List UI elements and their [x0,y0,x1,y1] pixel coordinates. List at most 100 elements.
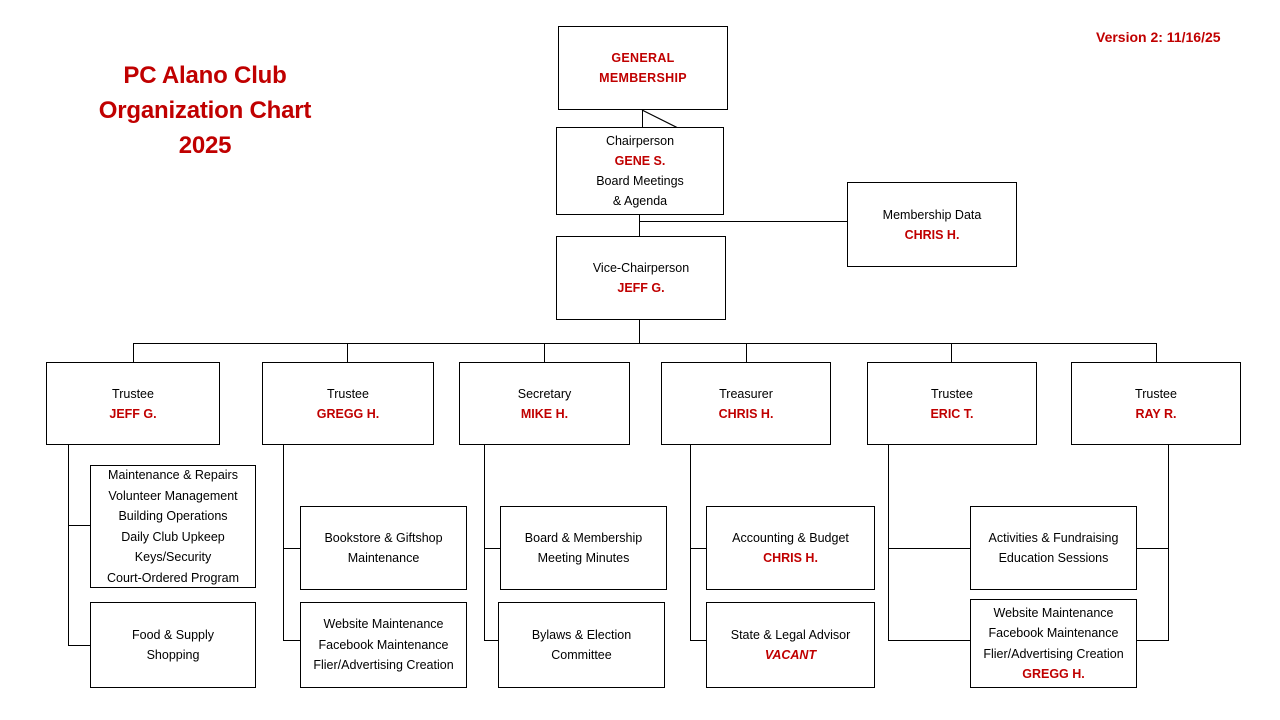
node-person: JEFF G. [617,281,665,295]
node-line: Facebook Maintenance [318,637,449,652]
node-chairperson[interactable]: Chairperson GENE S. Board Meetings & Age… [556,127,724,215]
node-jeff-duties[interactable]: Maintenance & Repairs Volunteer Manageme… [90,465,256,588]
connector-ray-to-activities [1137,548,1169,550]
connector-chair-membershipdata [639,221,847,223]
node-line: Court-Ordered Program [107,570,239,585]
node-line: Trustee [327,386,369,401]
connector-bus-drop-6 [1156,343,1158,362]
node-person: ERIC T. [930,406,974,421]
node-line: Bylaws & Election [531,627,632,642]
node-line: Maintenance [347,551,420,565]
node-trustee-ray[interactable]: Trustee RAY R. [1071,362,1241,445]
node-bookstore-giftshop[interactable]: Bookstore & Giftshop Maintenance [300,506,467,590]
node-person: GENE S. [614,154,666,168]
node-line: Bookstore & Giftshop [324,530,443,545]
connector-eric-to-web [888,640,970,642]
node-line: Board Meetings [596,174,684,188]
connector-bus-drop-5 [951,343,953,362]
node-line: Trustee [112,386,154,401]
node-accounting-budget[interactable]: Accounting & Budget CHRIS H. [706,506,875,590]
node-line: Volunteer Management [108,488,238,503]
node-line: Membership Data [882,207,982,222]
node-food-supply[interactable]: Food & Supply Shopping [90,602,256,688]
node-line: Flier/Advertising Creation [983,646,1124,661]
node-membership-data[interactable]: Membership Data CHRIS H. [847,182,1017,267]
node-line: MEMBERSHIP [599,71,687,85]
node-person: CHRIS H. [904,227,960,242]
connector-treasurer-to-accounting [690,548,706,550]
node-line: Food & Supply [132,627,214,642]
connector-jeff-spine [68,445,70,645]
connector-chair-vice [639,215,641,236]
connector-treasurer-spine [690,445,692,640]
node-legal-advisor[interactable]: State & Legal Advisor VACANT [706,602,875,688]
connector-officer-bus [133,343,1157,345]
node-line: Treasurer [719,386,773,401]
node-line: Website Maintenance [323,617,444,632]
connector-jeff-to-food [68,645,90,647]
node-line: Building Operations [118,509,228,523]
node-line: State & Legal Advisor [730,627,851,642]
node-line: Meeting Minutes [537,551,630,565]
node-line: Flier/Advertising Creation [313,658,454,673]
node-status: VACANT [764,648,817,662]
node-vice-chairperson[interactable]: Vice-Chairperson JEFF G. [556,236,726,320]
node-line: Trustee [931,386,973,401]
node-bylaws-election[interactable]: Bylaws & Election Committee [498,602,665,688]
page-title: PC Alano Club Organization Chart 2025 [98,62,312,159]
node-general-membership[interactable]: GENERAL MEMBERSHIP [558,26,728,110]
node-line: Committee [551,648,612,662]
connector-gregg-to-bookstore [283,548,300,550]
node-line: Activities & Fundraising [988,530,1119,545]
node-line: & Agenda [612,194,668,208]
connector-bus-drop-4 [746,343,748,362]
node-line: Website Maintenance [993,605,1114,620]
node-line: Keys/Security [134,550,212,564]
connector-bus-drop-2 [347,343,349,362]
node-secretary[interactable]: Secretary MIKE H. [459,362,630,445]
connector-gregg-spine [283,445,285,640]
node-line: Accounting & Budget [732,530,849,545]
connector-eric-to-activities [888,548,970,550]
connector-bus-drop-1 [133,343,135,362]
node-line: Education Sessions [998,551,1109,565]
connector-eric-spine [888,445,890,640]
node-web-gregg[interactable]: Website Maintenance Facebook Maintenance… [300,602,467,688]
connector-secretary-to-bylaws [484,640,500,642]
node-person: CHRIS H. [763,551,818,565]
connector-vice-bus [639,320,641,344]
node-line: Chairperson [605,134,675,148]
node-line: Vice-Chairperson [592,261,690,275]
node-line: Daily Club Upkeep [121,529,225,544]
connector-gregg-to-web [283,640,300,642]
node-person: GREGG H. [316,406,380,421]
connector-secretary-to-minutes [484,548,500,550]
node-meeting-minutes[interactable]: Board & Membership Meeting Minutes [500,506,667,590]
node-trustee-eric[interactable]: Trustee ERIC T. [867,362,1037,445]
node-line: GENERAL [611,51,675,65]
connector-bus-drop-3 [544,343,546,362]
node-trustee-jeff[interactable]: Trustee JEFF G. [46,362,220,445]
connector-treasurer-to-legal [690,640,706,642]
connector-ray-spine [1168,445,1170,640]
node-web-right[interactable]: Website Maintenance Facebook Maintenance… [970,599,1137,688]
node-line: Board & Membership [524,530,643,545]
connector-secretary-spine [484,445,486,640]
node-line: Trustee [1135,386,1177,401]
node-line: Maintenance & Repairs [108,468,238,482]
node-line: Secretary [517,386,572,401]
node-person: MIKE H. [520,406,569,421]
connector-ray-to-web [1137,640,1169,642]
node-person: GREGG H. [1022,667,1085,681]
version-label: Version 2: 11/16/25 [1096,29,1221,45]
node-person: CHRIS H. [718,406,774,421]
node-line: Shopping [146,648,200,662]
node-person: JEFF G. [109,406,157,421]
node-person: RAY R. [1135,406,1177,421]
node-trustee-gregg[interactable]: Trustee GREGG H. [262,362,434,445]
connector-jeff-to-duties [68,525,90,527]
node-activities-fundraising[interactable]: Activities & Fundraising Education Sessi… [970,506,1137,590]
connector-gm-chair [642,110,644,127]
node-treasurer[interactable]: Treasurer CHRIS H. [661,362,831,445]
node-line: Facebook Maintenance [988,626,1119,640]
